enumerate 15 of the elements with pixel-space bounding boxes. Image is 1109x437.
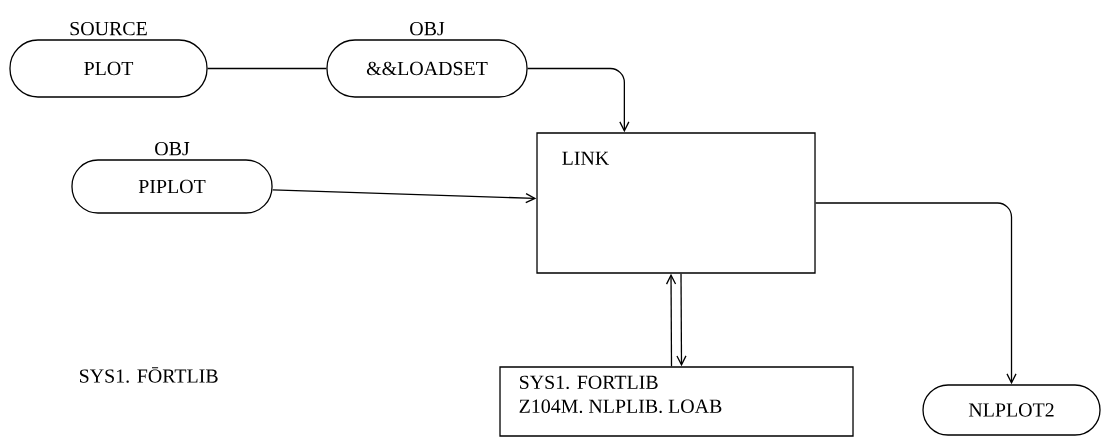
terminal-box: PIPLOT: [71, 159, 273, 214]
arrow: [815, 202, 1017, 385]
terminal-box: &&LOADSET: [326, 39, 528, 98]
arrow: [272, 189, 537, 204]
heading-label: SOURCE: [70, 21, 147, 36]
arrow: [527, 67, 630, 133]
heading-label: OBJ: [410, 21, 445, 36]
arrow: [676, 273, 687, 367]
process-box: LINK: [536, 132, 816, 274]
library-box: SYS1. FORTLIB Z104M. NLPLIB. LOAB: [499, 366, 854, 437]
library-label: SYS1. FŌRTLIB: [80, 367, 218, 383]
terminal-box: PLOT: [9, 39, 208, 98]
arrow: [665, 273, 677, 367]
heading-label: OBJ: [155, 141, 190, 156]
terminal-box: NLPLOT2: [922, 384, 1101, 436]
